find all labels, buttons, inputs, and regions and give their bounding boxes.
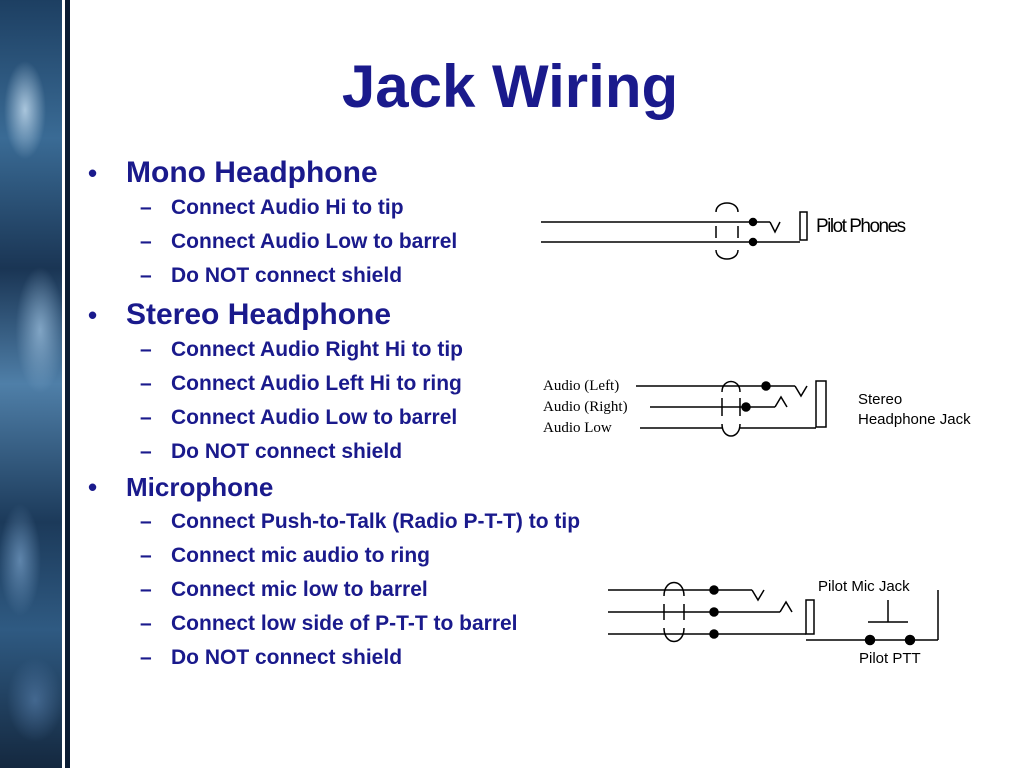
bullet-heading: Stereo Headphone <box>126 298 392 331</box>
sub-bullet-text: Connect Audio Low to barrel <box>171 230 458 253</box>
plug-shield-bottom-icon <box>715 249 739 260</box>
sub-bullet: –Connect Audio Right Hi to tip <box>88 333 728 367</box>
sub-bullet-text: Connect low side of P-T-T to barrel <box>171 612 518 635</box>
dash-icon: – <box>140 338 152 361</box>
sub-bullet-text: Connect Audio Hi to tip <box>171 196 404 219</box>
sub-bullet-text: Connect Push-to-Talk (Radio P-T-T) to ti… <box>171 510 581 533</box>
bullet-dot-icon: • <box>88 300 98 330</box>
dash-icon: – <box>140 544 152 567</box>
sub-bullet: –Connect Push-to-Talk (Radio P-T-T) to t… <box>88 505 728 539</box>
plug-shield-top-icon <box>721 380 741 393</box>
sub-bullet: –Connect Audio Left Hi to ring <box>88 367 728 401</box>
dash-icon: – <box>140 510 152 533</box>
sub-bullet: –Connect mic low to barrel <box>88 573 728 607</box>
sub-bullet-text: Connect Audio Right Hi to tip <box>171 338 464 361</box>
sub-bullet-text: Do NOT connect shield <box>171 646 403 669</box>
ptt-contact-left-icon <box>864 634 876 646</box>
dash-icon: – <box>140 372 152 395</box>
sub-bullet-text: Connect mic audio to ring <box>171 544 431 567</box>
wire-label-low: Audio Low <box>543 420 612 436</box>
bullet-mono-headphone: • Mono Headphone <box>88 155 728 191</box>
tip-spring-icon <box>751 589 765 602</box>
pilot-mic-jack-label: Pilot Mic Jack <box>818 578 910 595</box>
dash-icon: – <box>140 196 152 219</box>
bullet-list: • Mono Headphone –Connect Audio Hi to ti… <box>88 155 728 675</box>
dash-icon: – <box>140 230 152 253</box>
plug-shield-top-icon <box>663 581 685 597</box>
stereo-jack-diagram: Audio (Left) Audio (Right) Audio Low Ste… <box>543 378 971 437</box>
dash-icon: – <box>140 646 152 669</box>
sub-bullet-text: Do NOT connect shield <box>171 440 403 463</box>
bullet-microphone: • Microphone <box>88 469 728 505</box>
sub-bullet-text: Connect Audio Low to barrel <box>171 406 458 429</box>
sub-bullet: –Do NOT connect shield <box>88 259 728 293</box>
sub-bullet: –Do NOT connect shield <box>88 435 728 469</box>
plug-shield-top-icon <box>715 202 739 213</box>
bullet-heading: Mono Headphone <box>126 156 378 189</box>
mono-jack-diagram: Pilot Phones <box>541 202 907 260</box>
sub-bullet: –Connect Audio Hi to tip <box>88 191 728 225</box>
dash-icon: – <box>140 440 152 463</box>
bullet-dot-icon: • <box>88 472 98 502</box>
ring-spring-icon <box>794 385 808 398</box>
side-divider-line <box>65 0 70 768</box>
sub-bullet-text: Connect Audio Left Hi to ring <box>171 372 462 395</box>
bullet-heading: Microphone <box>126 472 274 502</box>
mic-jack-diagram: Pilot Mic Jack Pilot PTT <box>608 578 939 667</box>
sub-bullet: –Do NOT connect shield <box>88 641 728 675</box>
sub-bullet: –Connect Audio Low to barrel <box>88 401 728 435</box>
tip-spring-icon <box>769 221 781 234</box>
jack-body-icon <box>799 211 808 241</box>
dash-icon: – <box>140 406 152 429</box>
wire-label-right: Audio (Right) <box>543 399 628 415</box>
plug-shield-bottom-icon <box>663 627 685 643</box>
decorative-side-bar <box>0 0 62 768</box>
mic-jack-body-icon <box>805 599 815 635</box>
tip-spring-icon <box>774 395 788 408</box>
dash-icon: – <box>140 264 152 287</box>
dash-icon: – <box>140 612 152 635</box>
wire-label-left: Audio (Left) <box>543 378 619 394</box>
stereo-jack-label: Stereo <box>858 391 902 408</box>
pilot-phones-label: Pilot Phones <box>816 216 906 237</box>
plug-shield-bottom-icon <box>721 423 741 437</box>
ptt-contact-right-icon <box>904 634 916 646</box>
stereo-jack-body-icon <box>815 380 827 428</box>
slide-title: Jack Wiring <box>341 53 679 120</box>
stereo-jack-label-line2: Headphone Jack <box>858 411 971 428</box>
sub-bullet-text: Connect mic low to barrel <box>171 578 428 601</box>
ring-spring-icon <box>779 600 793 613</box>
sub-bullet-text: Do NOT connect shield <box>171 264 403 287</box>
sub-bullet: –Connect mic audio to ring <box>88 539 728 573</box>
pilot-ptt-label: Pilot PTT <box>859 650 921 667</box>
sub-bullet: –Connect Audio Low to barrel <box>88 225 728 259</box>
dash-icon: – <box>140 578 152 601</box>
sub-bullet: –Connect low side of P-T-T to barrel <box>88 607 728 641</box>
bullet-stereo-headphone: • Stereo Headphone <box>88 297 728 333</box>
bullet-dot-icon: • <box>88 158 98 188</box>
